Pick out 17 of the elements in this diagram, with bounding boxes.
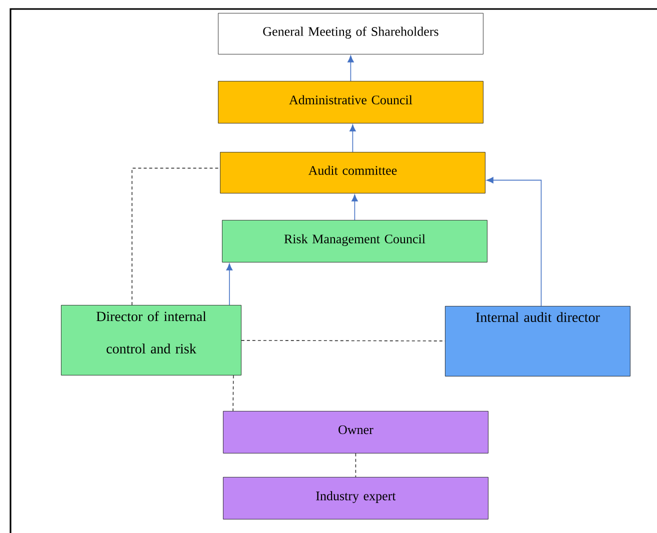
connector <box>132 168 220 306</box>
connector <box>355 453 356 478</box>
connector <box>241 340 446 342</box>
connector <box>486 177 542 306</box>
connector <box>350 124 356 152</box>
org-box: Director of internal control and risk <box>61 305 242 376</box>
org-box: Audit committee <box>220 152 486 194</box>
connector <box>352 194 358 220</box>
org-box: Administrative Council <box>218 81 484 124</box>
connector <box>348 55 354 82</box>
org-box: Internal audit director <box>445 306 630 376</box>
connector <box>232 375 234 412</box>
org-box: Risk Management Council <box>222 220 488 262</box>
org-box: Industry expert <box>223 477 488 520</box>
org-box: Owner <box>223 411 488 454</box>
org-box: General Meeting of Shareholders <box>218 13 484 54</box>
connector <box>226 263 233 306</box>
